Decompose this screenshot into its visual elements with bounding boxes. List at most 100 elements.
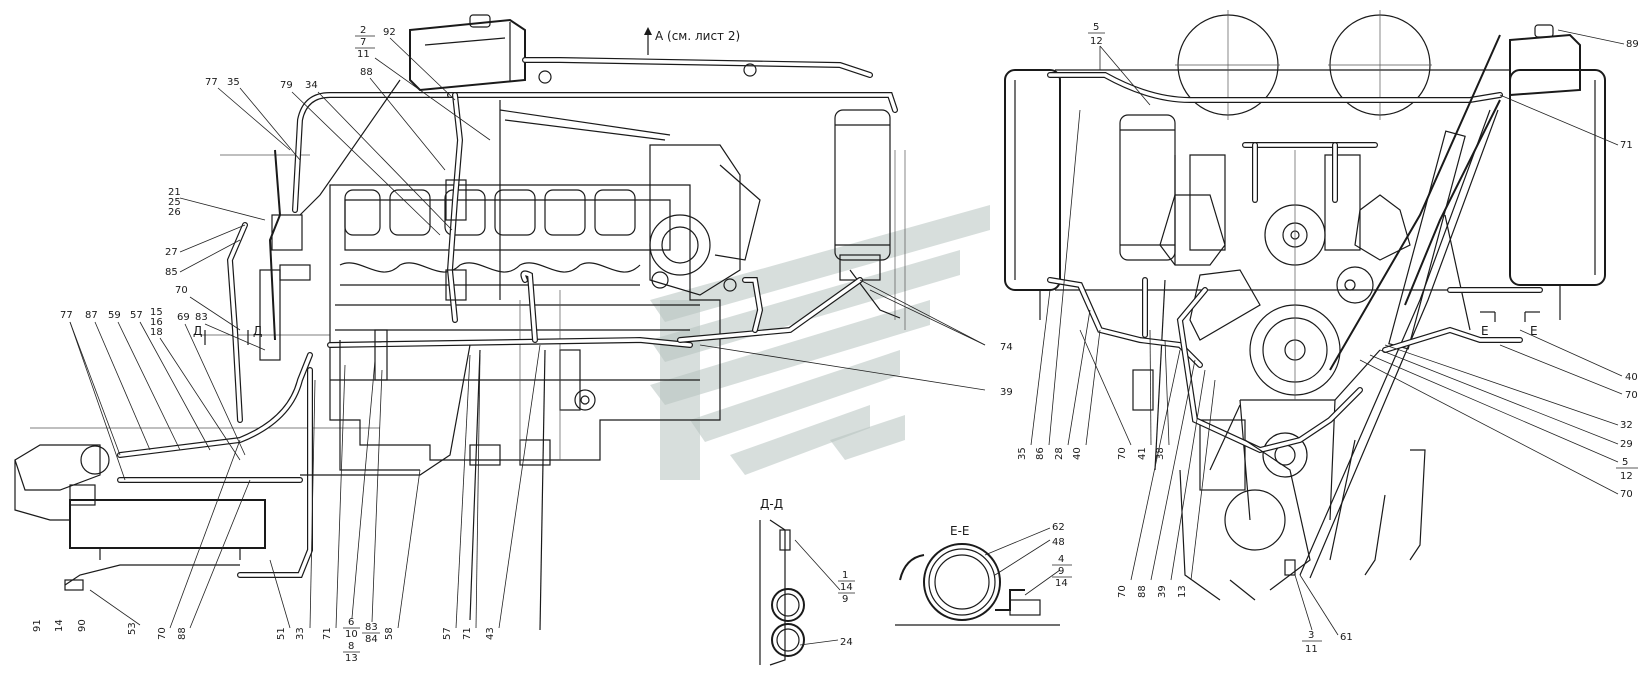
fraction-21-c: 26	[168, 207, 181, 218]
fraction-2-den: 11	[357, 49, 370, 60]
rv-label-70-right: 70	[1625, 390, 1638, 401]
rv-label-35: 35	[1017, 447, 1028, 460]
label-43: 43	[485, 627, 496, 640]
label-69: 69	[177, 312, 190, 323]
section-ee-fraction-a: 4	[1058, 554, 1064, 565]
label-91: 91	[32, 619, 43, 632]
rv-label-13-b: 13	[1177, 585, 1188, 598]
label-57-bottom: 57	[442, 627, 453, 640]
fraction-2-num: 2	[360, 25, 366, 36]
label-83-cluster: 83	[195, 312, 208, 323]
cut-e-left: Е	[1481, 324, 1489, 338]
label-53: 53	[127, 622, 138, 635]
rv-label-88-b: 88	[1137, 585, 1148, 598]
label-85: 85	[165, 267, 178, 278]
rv-label-29: 29	[1620, 439, 1633, 450]
fraction-2-mid: 7	[360, 37, 366, 48]
label-34-top: 34	[305, 80, 318, 91]
right-view: Е Е	[1004, 10, 1606, 601]
rv-label-40-right: 40	[1625, 372, 1638, 383]
rv-label-70-b: 70	[1117, 585, 1128, 598]
label-57-cluster: 57	[130, 310, 143, 321]
rv-fraction-12-right: 12	[1620, 471, 1633, 482]
label-27: 27	[165, 247, 178, 258]
label-39-left: 39	[1000, 387, 1013, 398]
section-ee-label-48: 48	[1052, 537, 1065, 548]
fraction-83-den: 84	[365, 634, 378, 645]
section-ee-fraction-c: 14	[1055, 578, 1068, 589]
label-74: 74	[1000, 342, 1013, 353]
rv-fraction-11: 11	[1305, 644, 1318, 655]
rv-label-41: 41	[1137, 447, 1148, 460]
heater-unit	[14, 444, 266, 591]
label-79-top: 79	[280, 80, 293, 91]
rv-label-38: 38	[1155, 447, 1166, 460]
label-59: 59	[108, 310, 121, 321]
fraction-6-b: 10	[345, 629, 358, 640]
fraction-83-num: 83	[365, 622, 378, 633]
cut-d-left: Д	[193, 324, 202, 338]
fraction-6-c: 8	[348, 641, 354, 652]
section-ee-title: Е-Е	[950, 524, 970, 538]
rv-label-70-right-2: 70	[1620, 489, 1633, 500]
fraction-15-c: 18	[150, 327, 163, 338]
watermark-logo	[650, 205, 990, 480]
section-dd-fraction-a: 1	[842, 570, 848, 581]
rv-label-70-bl: 70	[1117, 447, 1128, 460]
section-dd-fraction-c: 9	[842, 594, 848, 605]
label-51: 51	[276, 627, 287, 640]
label-88-top: 88	[360, 67, 373, 78]
section-dd: Д-Д 1 14 9 24	[759, 497, 855, 666]
label-87: 87	[85, 310, 98, 321]
view-a-label: А (см. лист 2)	[655, 29, 740, 43]
turbocharger	[649, 144, 761, 296]
rv-fraction-5-top: 5	[1093, 22, 1099, 33]
label-88-bottom: 88	[177, 627, 188, 640]
rv-fraction-5-right: 5	[1622, 457, 1628, 468]
label-58: 58	[384, 627, 395, 640]
fraction-21-a: 21	[168, 187, 181, 198]
expansion-tank	[409, 14, 526, 92]
rv-fraction-3: 3	[1308, 630, 1314, 641]
label-33: 33	[295, 627, 306, 640]
section-dd-fraction-b: 14	[840, 582, 853, 593]
fraction-6-a: 6	[348, 617, 354, 628]
rv-label-71: 71	[1620, 140, 1633, 151]
rv-label-89: 89	[1626, 39, 1639, 50]
left-view-labels: А (см. лист 2) 77 35 79 34 88 92 2 7 11 …	[32, 25, 1013, 664]
rv-fraction-12-top: 12	[1090, 36, 1103, 47]
rv-label-28: 28	[1054, 447, 1065, 460]
label-14: 14	[54, 619, 65, 632]
rv-label-61: 61	[1340, 632, 1353, 643]
fraction-15-a: 15	[150, 307, 163, 318]
engine-block	[329, 184, 721, 466]
section-dd-title: Д-Д	[760, 497, 783, 511]
label-92-top: 92	[383, 27, 396, 38]
rv-label-39-b: 39	[1157, 585, 1168, 598]
section-ee-fraction-b: 9	[1058, 566, 1064, 577]
label-77-top: 77	[205, 77, 218, 88]
right-expansion-tank	[1509, 24, 1581, 97]
label-70-bottom: 70	[157, 627, 168, 640]
section-dd-label-24: 24	[840, 637, 853, 648]
section-ee: Е-Е 62 48 4 9 14	[895, 522, 1072, 626]
section-ee-label-62: 62	[1052, 522, 1065, 533]
left-view	[14, 14, 986, 631]
cut-e-right: Е	[1530, 324, 1538, 338]
right-view-labels: 5 12 89 71 40 70 32 29 5 12 70 35 86 28 …	[1017, 22, 1639, 655]
left-pipes	[117, 149, 863, 631]
fraction-6-d: 13	[345, 653, 358, 664]
label-70-left: 70	[175, 285, 188, 296]
label-71-bottom: 71	[322, 627, 333, 640]
label-71-bottom-2: 71	[462, 627, 473, 640]
fraction-21-b: 25	[168, 197, 181, 208]
upper-pipes	[292, 57, 898, 323]
label-77-cluster: 77	[60, 310, 73, 321]
label-90: 90	[77, 619, 88, 632]
rv-label-32: 32	[1620, 420, 1633, 431]
right-air-cleaner	[1119, 114, 1246, 491]
label-35-top: 35	[227, 77, 240, 88]
engine-front	[1159, 150, 1411, 551]
cut-d-right: Д	[253, 324, 262, 338]
